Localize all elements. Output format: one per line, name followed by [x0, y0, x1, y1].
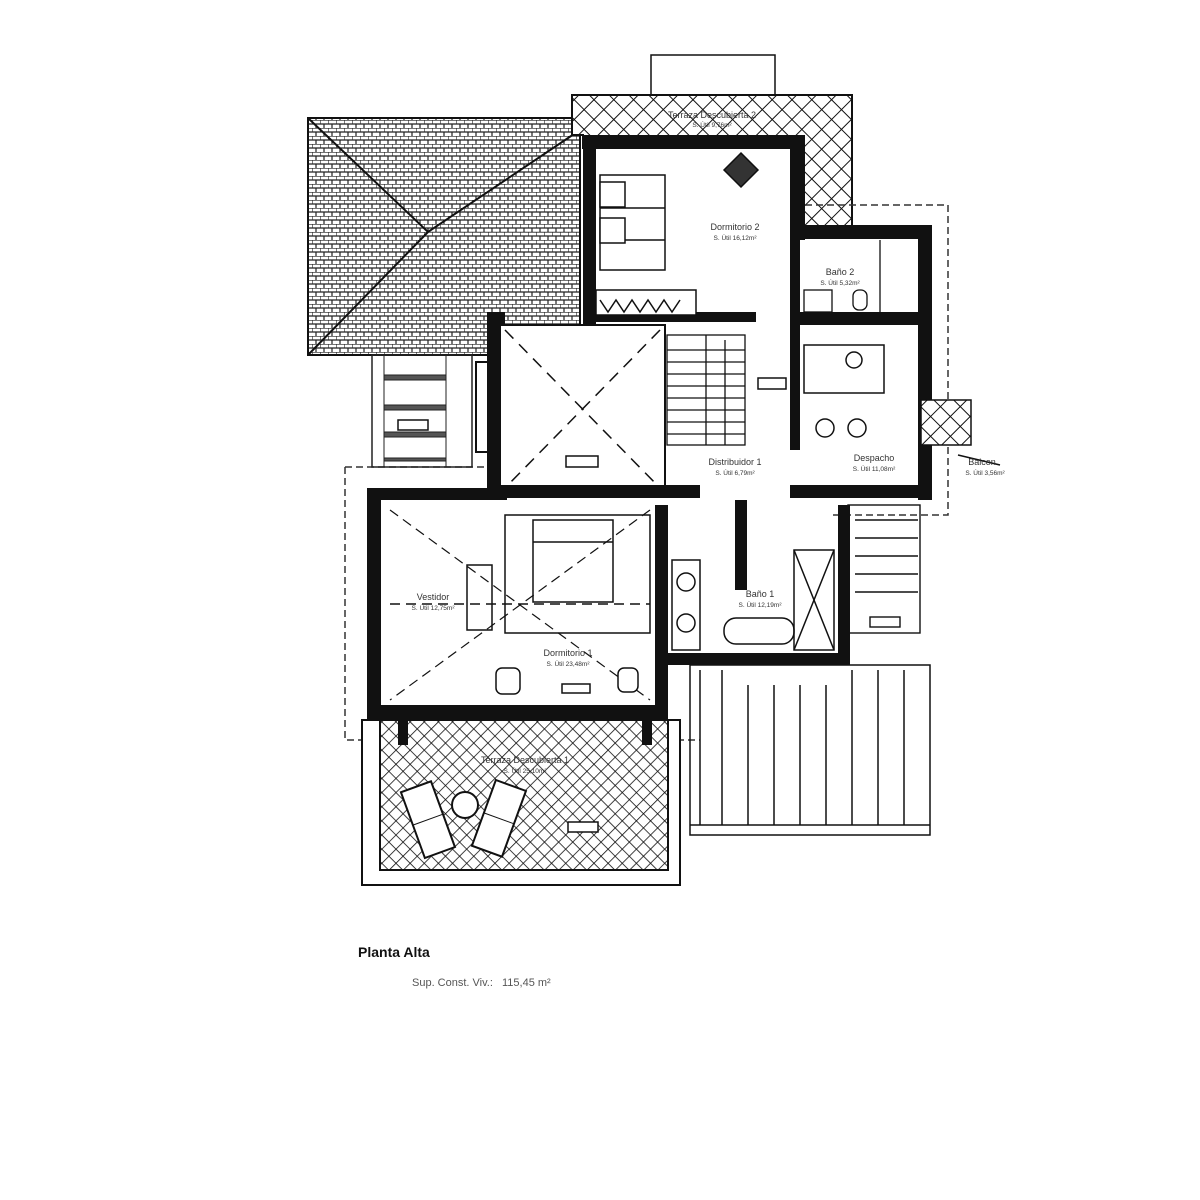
bano2-area: S. Útil 5,32m²: [820, 278, 860, 287]
hip-roof: [307, 117, 581, 356]
left-pergola: [371, 354, 499, 468]
staircase: [666, 334, 787, 446]
vestidor-area: S. Útil 12,75m²: [412, 603, 456, 612]
bath-2-fixtures: [803, 240, 881, 313]
exterior-steps: [847, 504, 921, 634]
pergola-right: [689, 664, 931, 836]
bed-dormitorio-2: [595, 151, 760, 316]
dormitorio1-area: S. Útil 23,48m²: [547, 659, 591, 668]
terrace-1: [361, 719, 681, 886]
terraza2-name: Terraza Descubierta 2: [668, 110, 756, 120]
balcon-area: S. Útil 3,56m²: [965, 468, 1005, 477]
despacho-area: S. Útil 11,08m²: [853, 464, 896, 473]
dormitorio1-name: Dormitorio 1: [543, 648, 592, 658]
sun-lounger-icon: [470, 778, 528, 858]
terraza1-name: Terraza Descubierta 1: [481, 755, 569, 765]
bano1-name: Baño 1: [746, 589, 775, 599]
bano2-name: Baño 2: [826, 267, 855, 277]
table-icon: [451, 791, 479, 819]
surface-line: Sup. Const. Viv.: 115,45 m²: [412, 977, 551, 989]
despacho-furniture: [803, 344, 1001, 466]
chimney: [650, 54, 776, 96]
dashed-outline-right: [805, 204, 949, 516]
bed-dormitorio-1: [389, 509, 651, 701]
vestidor-name: Vestidor: [417, 592, 450, 602]
bano1-area: S. Útil 12,19m²: [739, 600, 783, 609]
sun-lounger-icon: [399, 780, 457, 860]
distribuidor1-name: Distribuidor 1: [708, 457, 761, 467]
plan-title: Planta Alta: [358, 944, 430, 960]
surface-value: 115,45 m²: [501, 977, 551, 989]
dormitorio2-area: S. Útil 16,12m²: [714, 233, 758, 242]
balcon-hatch: [920, 399, 972, 446]
dormitorio2-name: Dormitorio 2: [710, 222, 759, 232]
surface-label: Sup. Const. Viv.:: [412, 977, 493, 989]
bath-1-fixtures: [671, 549, 835, 651]
double-height-void: [499, 324, 666, 491]
despacho-name: Despacho: [854, 453, 895, 463]
distribuidor1-area: S. Útil 6,79m²: [715, 468, 755, 477]
walls: [367, 135, 932, 745]
terraza1-area: S. Útil 25,10m²: [504, 766, 548, 775]
balcon-name: Balcon: [968, 457, 996, 467]
terraza2-area: S. Útil 9,76m²: [692, 120, 732, 129]
